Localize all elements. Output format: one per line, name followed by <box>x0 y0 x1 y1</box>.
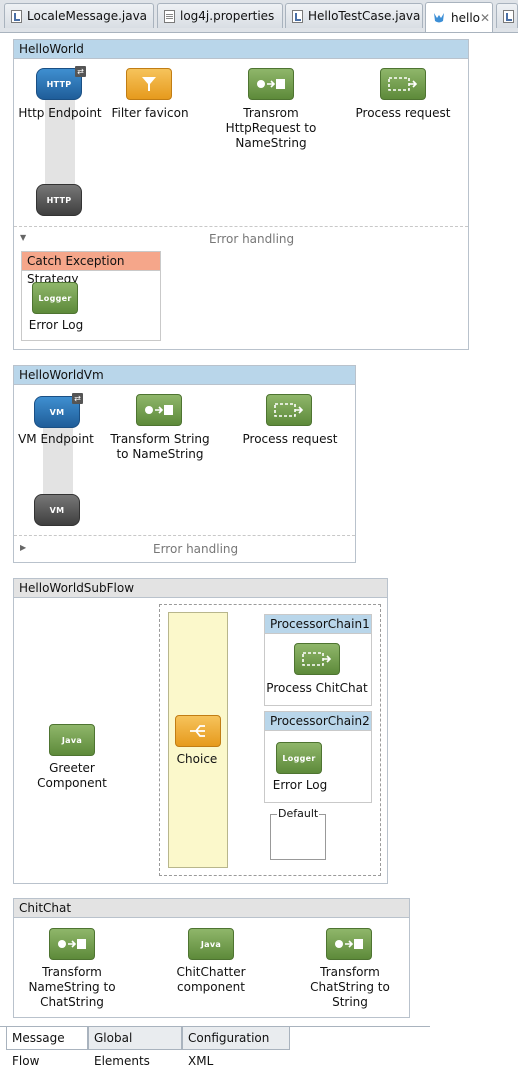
tab-locale-message[interactable]: LocaleMessage.java <box>4 3 154 28</box>
transformer-icon[interactable] <box>49 928 95 960</box>
transform-label: Transform String to NameString <box>108 432 212 462</box>
collapse-triangle-icon[interactable]: ▼ <box>20 233 27 242</box>
editor-tab-bar: LocaleMessage.java log4j.properties Hell… <box>0 0 518 33</box>
label-line: ChitChatter <box>176 965 246 979</box>
java-component-icon[interactable]: Java <box>49 724 95 756</box>
tab-log4j[interactable]: log4j.properties <box>157 3 283 28</box>
transformer-icon[interactable] <box>248 68 294 100</box>
error-log-label: Error Log <box>28 318 84 332</box>
tab-label: LocaleMessage.java <box>27 9 148 23</box>
tab-label: hello <box>451 10 480 25</box>
flow-title: HelloWorldVm <box>14 366 355 385</box>
expand-triangle-icon[interactable]: ▶ <box>20 543 27 552</box>
transformer-icon[interactable] <box>326 928 372 960</box>
chain-title: ProcessorChain1 <box>265 615 371 634</box>
transform-label: Transform ChatString to String <box>300 965 400 1010</box>
transformer-icon[interactable] <box>136 394 182 426</box>
java-component-icon[interactable]: Java <box>188 928 234 960</box>
flow-title: HelloWorld <box>14 40 468 59</box>
choice-label: Choice <box>176 752 218 766</box>
label-line: Transform <box>42 965 102 979</box>
java-file-icon <box>503 9 514 23</box>
tab-hello[interactable]: hello ✕ <box>425 2 493 32</box>
label-line: ChatString <box>40 995 104 1009</box>
tab-label: HelloTestCase.java <box>308 9 421 23</box>
default-route-label: Default <box>277 807 320 820</box>
filter-favicon-label: Filter favicon <box>111 106 189 120</box>
close-icon[interactable]: ✕ <box>480 10 491 25</box>
response-rail <box>45 96 75 196</box>
tab-label: log4j.properties <box>180 9 275 23</box>
default-route[interactable] <box>270 814 326 860</box>
error-handling-separator <box>14 535 355 536</box>
error-handling-label: Error handling <box>153 542 239 556</box>
flow-hello-world[interactable]: HelloWorld ▼ Error handling Catch Except… <box>13 39 469 350</box>
label-line: component <box>177 980 245 994</box>
label-line: to NameString <box>116 447 204 461</box>
mule-config-icon <box>434 12 444 22</box>
chain-title: ProcessorChain2 <box>265 712 371 731</box>
processor-icon[interactable] <box>380 68 426 100</box>
tab-message-flow[interactable]: Message Flow <box>6 1027 88 1068</box>
http-endpoint-label: Http Endpoint <box>18 106 102 120</box>
chitchatter-component-label: ChitChatter component <box>166 965 256 995</box>
error-handling-label: Error handling <box>209 232 295 246</box>
flow-title: ChitChat <box>14 899 409 918</box>
label-line: HttpRequest to <box>225 121 317 135</box>
processor-icon[interactable] <box>266 394 312 426</box>
java-file-icon <box>292 9 303 23</box>
logger-icon[interactable]: Logger <box>276 742 322 774</box>
choice-router-scope <box>159 604 381 876</box>
exchange-pattern-icon: ⇄ <box>75 66 86 77</box>
label-line: Transform <box>320 965 380 979</box>
tab-configuration-xml[interactable]: Configuration XML <box>182 1027 290 1068</box>
label-line: String <box>332 995 368 1009</box>
label-line: Greeter <box>49 761 95 775</box>
catch-exception-title: Catch Exception Strategy <box>22 252 160 286</box>
properties-file-icon <box>164 9 175 23</box>
tab-overflow[interactable] <box>496 3 518 28</box>
editor-view-tabs: Message Flow Global Elements Configurati… <box>0 1026 430 1068</box>
error-handling-separator <box>14 226 468 227</box>
filter-icon[interactable] <box>126 68 172 100</box>
transform-label: Transform NameString to ChatString <box>22 965 122 1010</box>
flow-title: HelloWorldSubFlow <box>14 579 387 598</box>
transform-label: Transrom HttpRequest to NameString <box>218 106 324 151</box>
choice-icon[interactable] <box>175 715 221 747</box>
label-line: NameString to <box>28 980 116 994</box>
process-chitchat-label: Process ChitChat <box>266 681 368 695</box>
java-file-icon <box>11 9 22 23</box>
process-request-label: Process request <box>242 432 338 446</box>
tab-global-elements[interactable]: Global Elements <box>88 1027 182 1068</box>
processor-icon[interactable] <box>294 643 340 675</box>
http-endpoint-icon[interactable]: HTTP <box>36 68 82 100</box>
label-line: Component <box>37 776 107 790</box>
process-request-label: Process request <box>355 106 451 120</box>
vm-response-icon[interactable]: VM <box>34 494 80 526</box>
error-log-label: Error Log <box>272 778 328 792</box>
http-response-icon[interactable]: HTTP <box>36 184 82 216</box>
tab-hello-test-case[interactable]: HelloTestCase.java <box>285 3 423 28</box>
label-line: Transform String <box>110 432 210 446</box>
label-line: Transrom <box>243 106 299 120</box>
greeter-component-label: Greeter Component <box>30 761 114 791</box>
vm-endpoint-label: VM Endpoint <box>18 432 94 446</box>
label-line: NameString <box>235 136 307 150</box>
logger-icon[interactable]: Logger <box>32 282 78 314</box>
exchange-pattern-icon: ⇄ <box>72 393 83 404</box>
label-line: ChatString to <box>310 980 390 994</box>
